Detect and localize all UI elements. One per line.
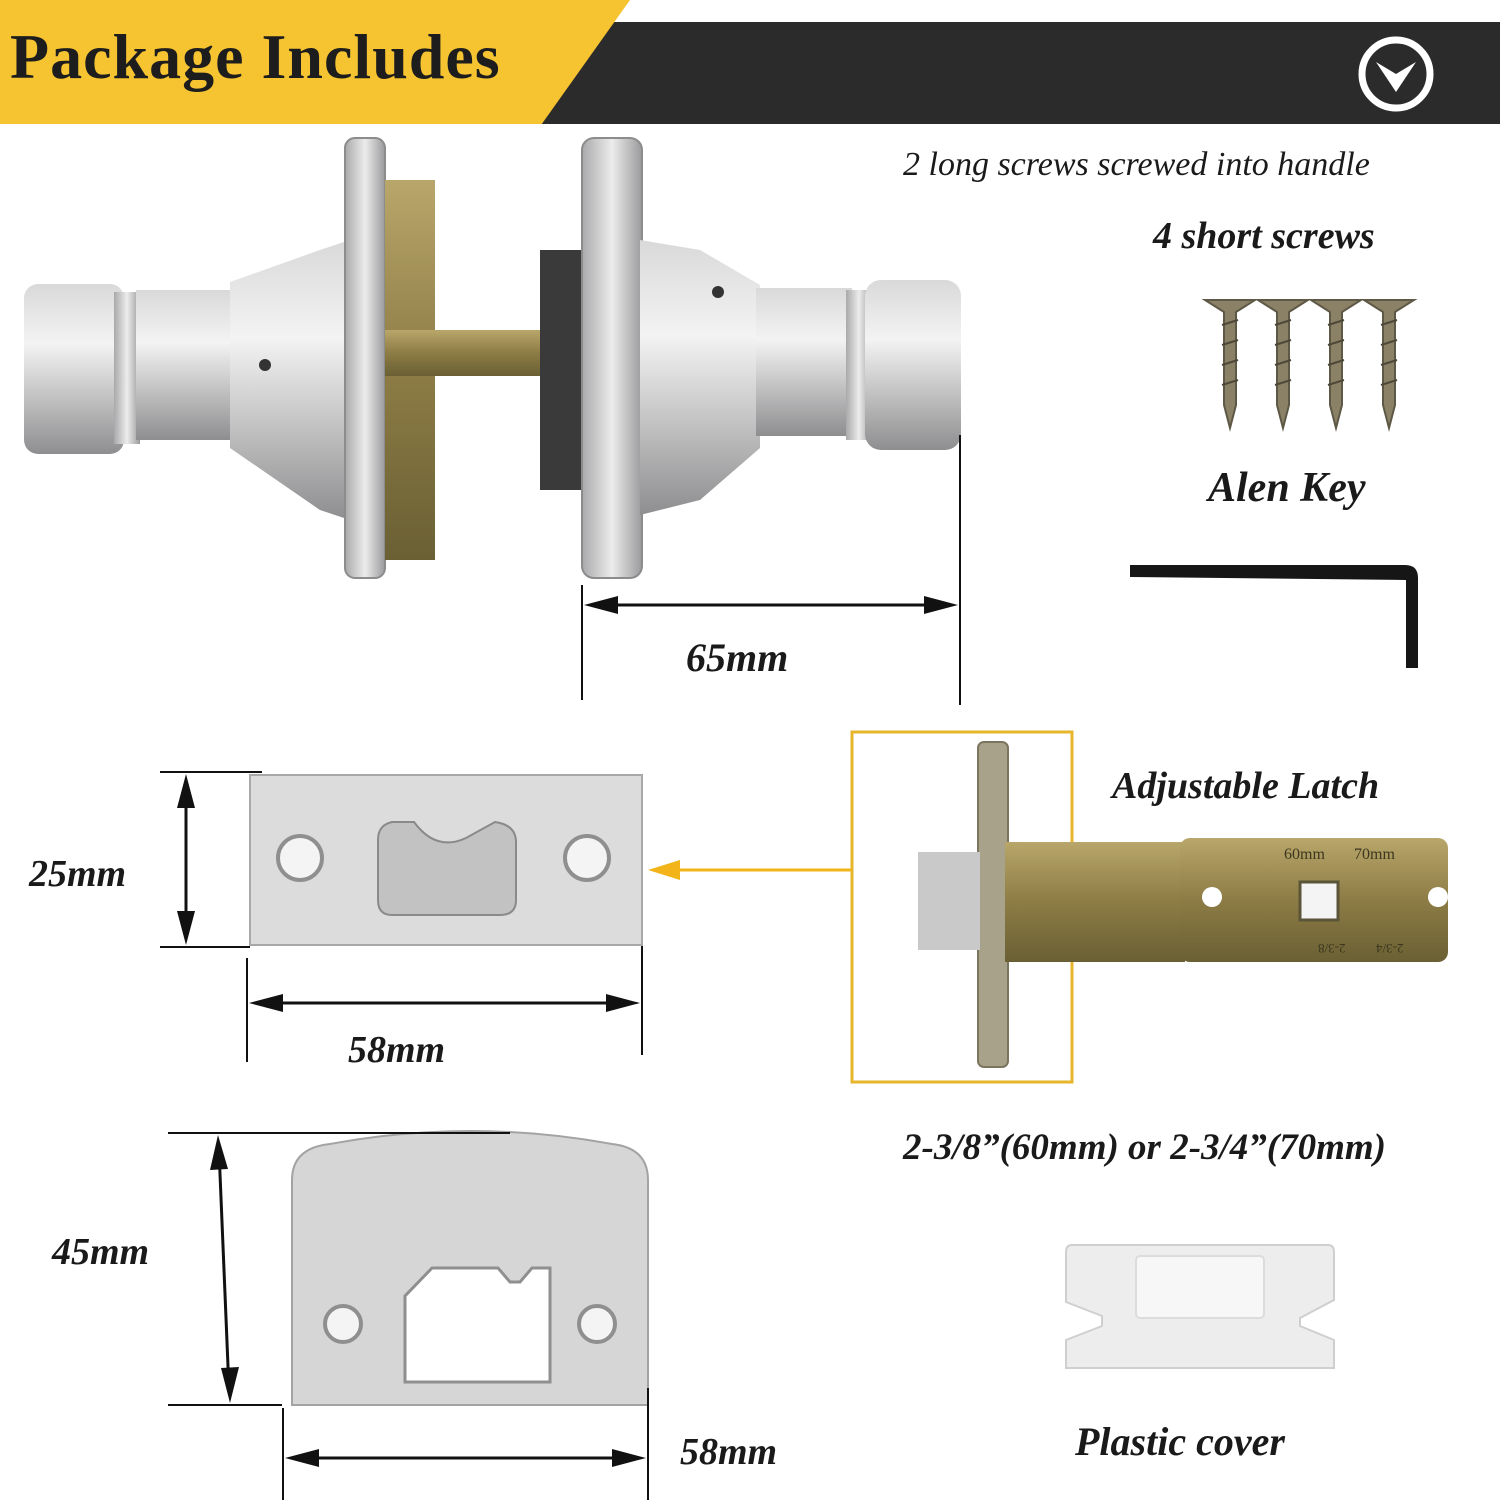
short-screws-label: 4 short screws (1153, 215, 1375, 257)
page-title: Package Includes (10, 21, 501, 92)
adjustable-latch-label: Adjustable Latch (1112, 765, 1380, 807)
latch-mark-60mm: 60mm (1284, 846, 1325, 863)
latch-mark-2-3-8: 2-3/8 (1318, 941, 1346, 956)
strike-height-label: 45mm (52, 1231, 150, 1273)
latch-plate-height-label: 25mm (29, 853, 127, 895)
latch-mark-70mm: 70mm (1354, 846, 1395, 863)
strike-width-label: 58mm (680, 1431, 778, 1473)
long-screws-label: 2 long screws screwed into handle (903, 146, 1370, 183)
latch-mark-2-3-4: 2-3/4 (1376, 941, 1404, 956)
header-title-banner (0, 0, 630, 124)
backset-label: 2-3/8”(60mm) or 2-3/4”(70mm) (903, 1127, 1387, 1168)
latch-plate-width-label: 58mm (348, 1029, 446, 1071)
plastic-cover-label: Plastic cover (1075, 1419, 1285, 1464)
knob-depth-label: 65mm (686, 635, 789, 680)
chevron-down-circle-icon (1358, 36, 1434, 112)
allen-key-label: Alen Key (1208, 465, 1366, 511)
